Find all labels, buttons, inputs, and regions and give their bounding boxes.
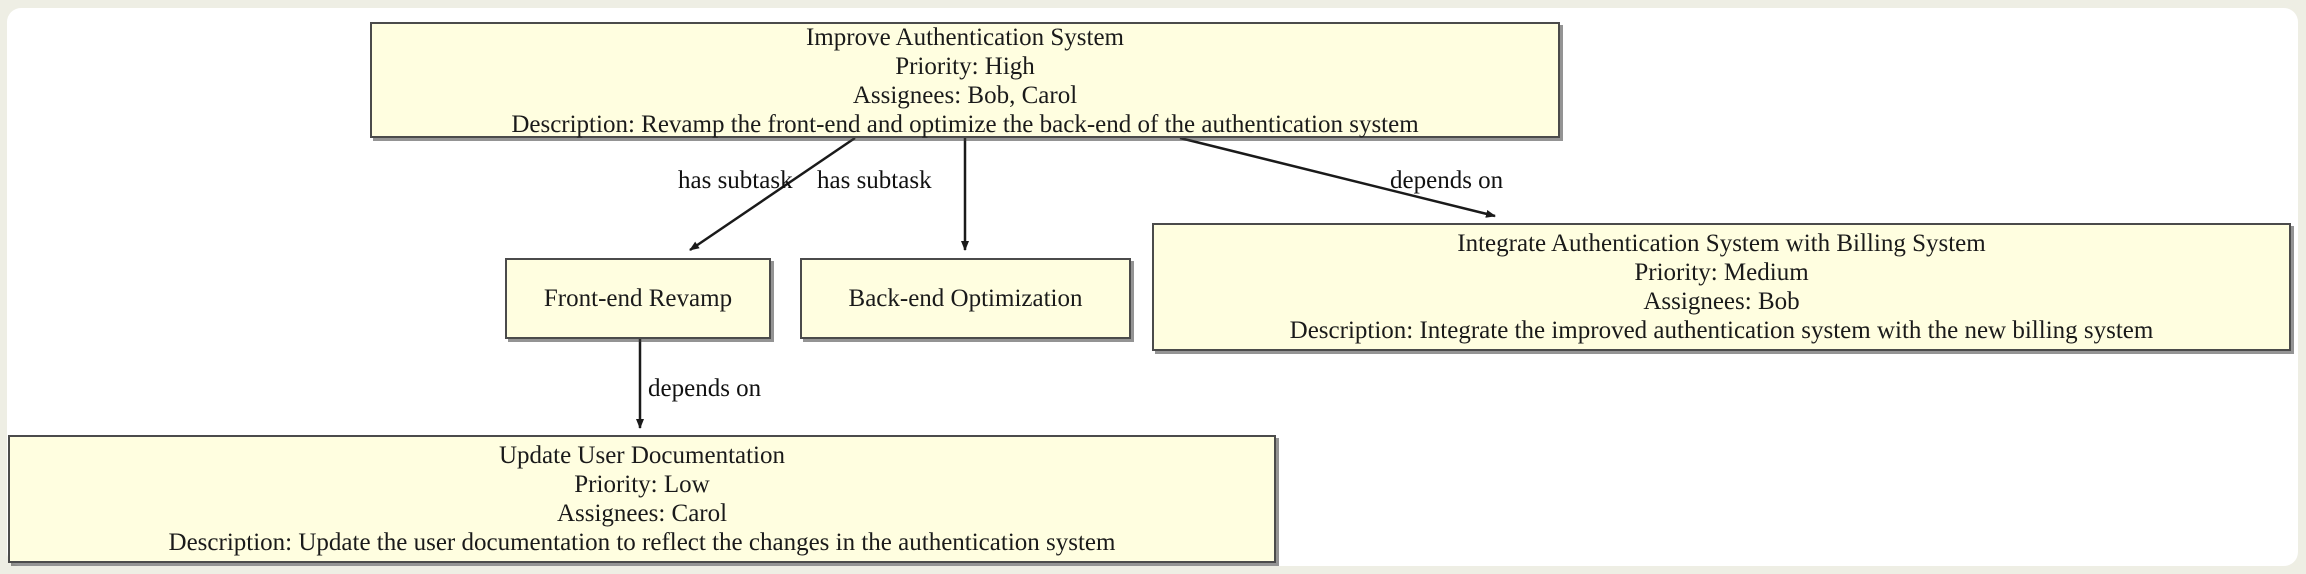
node-title: Improve Authentication System	[805, 24, 1124, 51]
node-description: Description: Revamp the front-end and op…	[511, 111, 1419, 138]
edge-label-has-subtask-back-end: has subtask	[817, 167, 932, 194]
node-title: Update User Documentation	[498, 442, 786, 469]
node-assignees: Assignees: Bob	[1643, 288, 1800, 315]
edge-label-depends-on-documentation: depends on	[648, 375, 762, 402]
node-integrate-authentication-system[interactable]: Integrate Authentication System with Bil…	[1152, 223, 2291, 351]
node-assignees: Assignees: Bob, Carol	[852, 82, 1078, 109]
node-priority: Priority: Medium	[1634, 259, 1809, 286]
edge-label-has-subtask-front-end: has subtask	[678, 167, 793, 194]
node-title: Integrate Authentication System with Bil…	[1457, 230, 1986, 257]
node-improve-authentication-system[interactable]: Improve Authentication System Priority: …	[370, 22, 1560, 138]
edge-label-depends-on-integrate: depends on	[1390, 167, 1504, 194]
node-title: Back-end Optimization	[848, 285, 1083, 312]
node-front-end-revamp[interactable]: Front-end Revamp	[505, 258, 771, 339]
node-title: Front-end Revamp	[543, 285, 733, 312]
node-description: Description: Integrate the improved auth…	[1289, 317, 2154, 344]
edge-improve-to-integrate	[1179, 136, 1496, 218]
edge-improve-to-front-end	[689, 136, 856, 252]
node-priority: Priority: High	[895, 53, 1035, 80]
node-back-end-optimization[interactable]: Back-end Optimization	[800, 258, 1131, 339]
node-description: Description: Update the user documentati…	[168, 529, 1116, 556]
node-priority: Priority: Low	[574, 471, 710, 498]
node-update-user-documentation[interactable]: Update User Documentation Priority: Low …	[8, 435, 1276, 563]
node-assignees: Assignees: Carol	[556, 500, 728, 527]
